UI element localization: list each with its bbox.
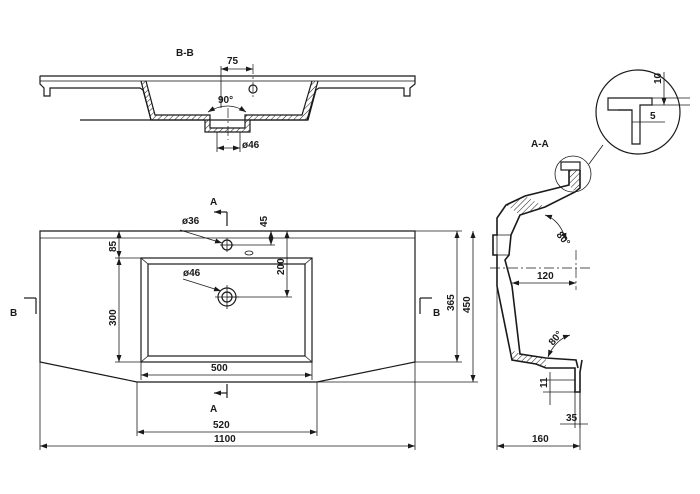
plan-view: ø36 ø46 A A B B 85 300 bbox=[10, 197, 478, 450]
angle-90-text: 90° bbox=[218, 95, 233, 106]
angle-80-bottom-text: 80° bbox=[547, 329, 565, 348]
dim-11-text: 11 bbox=[539, 377, 550, 388]
section-b-b-label: B-B bbox=[176, 48, 194, 59]
profile-hatch-bottom bbox=[512, 350, 546, 368]
dim-46-bb-text: ø46 bbox=[242, 140, 260, 151]
section-b-right-label: B bbox=[433, 308, 440, 319]
section-a-a-label: A-A bbox=[531, 139, 549, 150]
section-a-top-label: A bbox=[210, 197, 217, 208]
detail-profile bbox=[607, 97, 653, 145]
dim-10-text: 10 bbox=[653, 72, 664, 84]
detail-callout-leader bbox=[588, 144, 604, 165]
detail-contents: 10 5 bbox=[607, 72, 690, 145]
dim-520-text: 520 bbox=[213, 420, 230, 431]
drain-hatch bbox=[205, 120, 250, 132]
dim-36-leader bbox=[179, 229, 223, 244]
angle-80-bottom-arc bbox=[547, 334, 571, 358]
countertop-slab-left bbox=[39, 76, 152, 121]
dim-500-text: 500 bbox=[211, 363, 228, 374]
overflow-slot bbox=[244, 250, 254, 256]
detail-circle bbox=[595, 69, 681, 155]
dim-85-text: 85 bbox=[108, 240, 119, 252]
dim-5-text: 5 bbox=[650, 111, 656, 122]
section-a-bottom-label: A bbox=[210, 404, 217, 415]
dim-1100-text: 1100 bbox=[214, 434, 236, 445]
dim-75-text: 75 bbox=[227, 56, 239, 67]
dim-36-text: ø36 bbox=[182, 216, 200, 227]
dim-45-text: 45 bbox=[259, 215, 270, 227]
profile-hatch-top bbox=[506, 196, 545, 215]
dim-450-text: 450 bbox=[462, 296, 473, 313]
basin-corner-tl bbox=[140, 257, 149, 265]
section-b-b-view: B-B 75 90° ø46 bbox=[39, 48, 416, 152]
section-a-a-view: A-A 80° 80° 120 11 35 160 bbox=[490, 69, 690, 450]
dim-300-text: 300 bbox=[108, 309, 119, 326]
dim-46-plan-text: ø46 bbox=[183, 268, 201, 279]
basin-corner-bl bbox=[140, 355, 149, 363]
dim-35-text: 35 bbox=[566, 413, 578, 424]
section-b-left-label: B bbox=[10, 308, 17, 319]
dim-160-text: 160 bbox=[532, 434, 549, 445]
profile-hatch-rim bbox=[496, 234, 512, 256]
basin-outer-rect bbox=[140, 257, 313, 363]
dim-365-text: 365 bbox=[446, 294, 457, 311]
basin-corner-tr bbox=[304, 257, 313, 265]
angle-90-arc bbox=[207, 105, 247, 113]
basin-corner-br bbox=[304, 355, 313, 363]
detail-callout-circle bbox=[554, 155, 592, 193]
dim-200-text: 200 bbox=[276, 258, 287, 275]
profile-hatch-back bbox=[569, 170, 580, 192]
profile-outer bbox=[492, 170, 583, 393]
basin-wall-hatch-right bbox=[245, 81, 318, 120]
angle-80-top-text: 80° bbox=[554, 230, 572, 249]
basin-outer-wall bbox=[140, 80, 319, 133]
basin-inner-rect bbox=[147, 263, 306, 357]
profile-top-lip bbox=[560, 161, 581, 171]
basin-wall-hatch-left bbox=[141, 81, 210, 120]
dim-46-leader bbox=[182, 278, 222, 292]
dim-120-text: 120 bbox=[537, 271, 554, 282]
angle-80-top-arc bbox=[544, 214, 567, 241]
slab-hatching bbox=[39, 75, 416, 82]
